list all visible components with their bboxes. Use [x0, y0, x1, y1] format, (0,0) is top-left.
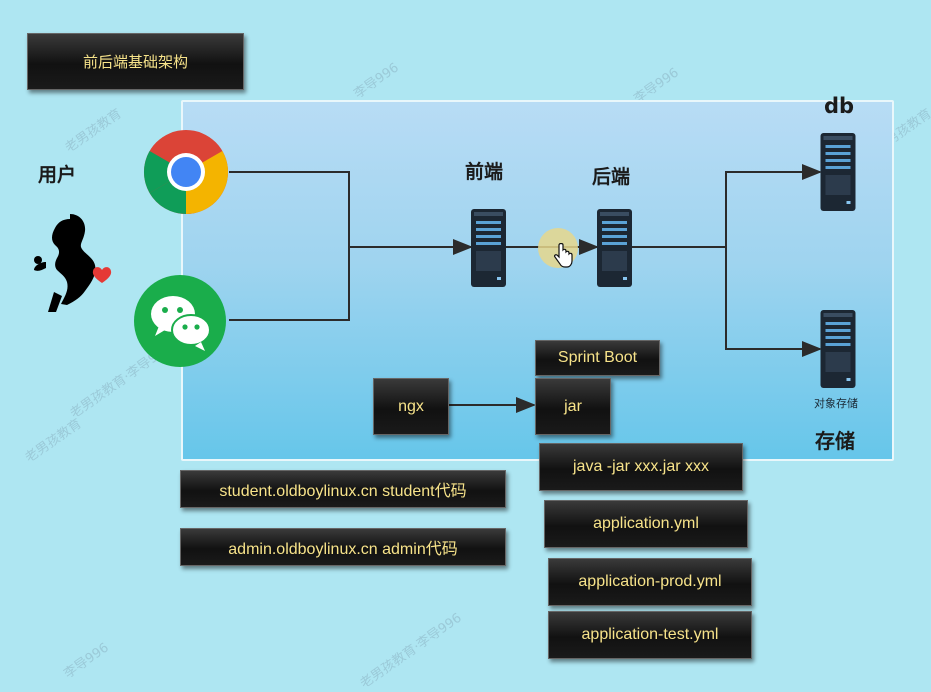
connector-lines	[229, 164, 822, 413]
storage-label: 存储	[815, 429, 855, 453]
server-icon-db	[820, 133, 856, 211]
backend-label: 后端	[592, 166, 631, 188]
server-icon-frontend	[471, 209, 506, 287]
wechat-icon	[134, 275, 226, 367]
sprint-boot-box: Sprint Boot	[535, 340, 660, 376]
jar-box: jar	[535, 378, 611, 435]
db-label: db	[824, 94, 855, 118]
application-prod-yml-box: application-prod.yml	[548, 558, 752, 606]
application-yml-box: application.yml	[544, 500, 748, 548]
object-storage-label: 对象存储	[814, 397, 858, 410]
server-icon-storage	[820, 310, 856, 388]
server-icon-backend	[597, 209, 632, 287]
java-command-box: java -jar xxx.jar xxx	[539, 443, 743, 491]
student-domain-box: student.oldboylinux.cn student代码	[180, 470, 506, 508]
application-test-yml-box: application-test.yml	[548, 611, 752, 659]
page-title: 前后端基础架构	[27, 33, 244, 90]
ngx-box: ngx	[373, 378, 449, 435]
admin-domain-box: admin.oldboylinux.cn admin代码	[180, 528, 506, 566]
frontend-label: 前端	[465, 161, 504, 183]
user-label: 用户	[38, 164, 77, 186]
person-silhouette-icon	[34, 214, 112, 312]
hand-cursor-icon	[554, 243, 573, 268]
chrome-icon	[143, 130, 229, 214]
